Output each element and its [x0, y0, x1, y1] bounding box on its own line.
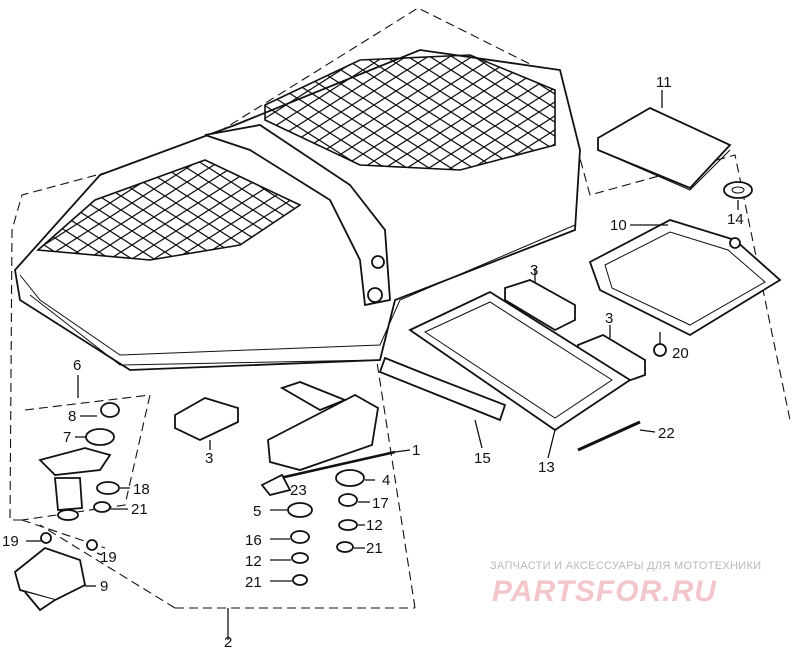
label-7: 7 [63, 429, 71, 446]
part-stack-center [270, 502, 313, 586]
label-8: 8 [68, 408, 76, 425]
part-2-bracket [227, 381, 411, 640]
label-13: 13 [538, 459, 555, 476]
seat-quilting-front [264, 54, 556, 171]
part-22-rod [577, 420, 656, 452]
part-9-lock-base [13, 532, 103, 612]
part-10-tray [588, 219, 782, 337]
part-stack-right [335, 469, 375, 553]
label-21-right: 21 [366, 540, 383, 557]
label-12-right: 12 [366, 517, 383, 534]
label-16: 16 [245, 532, 262, 549]
label-14: 14 [727, 211, 744, 228]
label-22: 22 [658, 425, 675, 442]
part-13-frame [408, 290, 632, 459]
part-15-strap [378, 356, 507, 449]
part-6-lock-assembly [21, 375, 151, 521]
label-9: 9 [100, 578, 108, 595]
seat [14, 49, 581, 371]
label-6: 6 [73, 357, 81, 374]
label-1: 1 [412, 442, 420, 459]
seat-quilting-rear [36, 159, 302, 261]
label-18: 18 [133, 481, 150, 498]
label-19-right: 19 [100, 549, 117, 566]
label-21-center: 21 [245, 574, 262, 591]
label-15: 15 [474, 450, 491, 467]
label-3-c: 3 [205, 450, 213, 467]
label-23: 23 [290, 482, 307, 499]
label-5: 5 [253, 503, 261, 520]
seat-strap [204, 124, 391, 307]
label-4: 4 [382, 472, 390, 489]
label-2: 2 [224, 634, 232, 651]
label-20: 20 [672, 345, 689, 362]
label-21-lock: 21 [131, 501, 148, 518]
part-11-tool-bag [597, 90, 732, 191]
label-17: 17 [372, 495, 389, 512]
label-11: 11 [656, 74, 672, 91]
label-3-b: 3 [605, 310, 613, 327]
label-12-center: 12 [245, 553, 262, 570]
part-3-cushion-c [174, 397, 239, 450]
part-14-grommet [723, 181, 753, 210]
part-number-labels: 11 14 10 3 3 20 22 15 13 1 4 23 17 12 21… [2, 74, 744, 651]
label-10: 10 [610, 217, 627, 234]
label-3-a: 3 [530, 262, 538, 279]
watermark-caption: ЗАПЧАСТИ И АКСЕССУАРЫ ДЛЯ МОТОТЕХНИКИ [490, 560, 762, 572]
label-19-left: 19 [2, 533, 19, 550]
part-23-clip [260, 473, 292, 497]
part-20-bolt [653, 332, 667, 357]
part-3-cushion-a [504, 268, 576, 332]
watermark-logo: PARTSFOR.RU [492, 575, 717, 608]
